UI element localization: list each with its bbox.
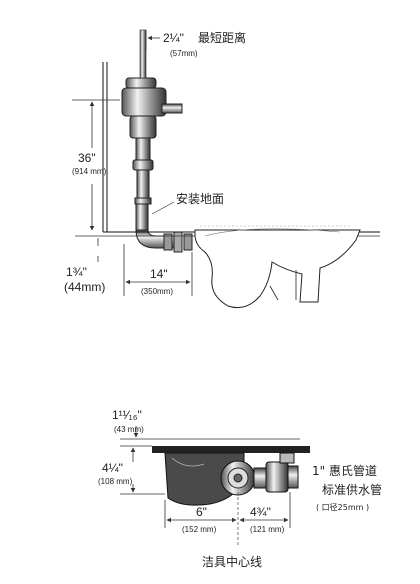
supply-fitting bbox=[253, 452, 299, 493]
plan-view: 1¹¹⁄₁₆" (43 mm) 4¼" (108 mm) 1" 惠氏管道 bbox=[98, 408, 382, 569]
offset6-metric: (152 mm) bbox=[182, 525, 217, 534]
left-height-metric: (108 mm) bbox=[98, 477, 133, 486]
centerline-label: 洁具中心线 bbox=[202, 554, 262, 569]
pipe-note-line2: 标准供水管 bbox=[322, 482, 382, 497]
pipe-note-line1: 1" 惠氏管道 bbox=[312, 463, 377, 478]
clearance-metric: (57mm) bbox=[170, 49, 198, 58]
clearance-label: 最短距离 bbox=[198, 30, 246, 45]
squat-toilet-pan bbox=[194, 225, 361, 309]
offset6-value: 6" bbox=[196, 505, 207, 519]
horizontal-metric: (350mm) bbox=[141, 287, 173, 296]
flush-valve bbox=[121, 77, 183, 205]
flush-elbow bbox=[135, 203, 193, 253]
bowl-plan bbox=[164, 452, 256, 506]
offset4-metric: (121 mm) bbox=[250, 525, 285, 534]
height-value: 36" bbox=[78, 151, 96, 165]
top-height-metric: (43 mm) bbox=[114, 425, 144, 434]
floor-leader bbox=[151, 201, 175, 215]
height-metric: (914 mm) bbox=[72, 167, 107, 176]
offset4-value: 4¾" bbox=[250, 505, 271, 519]
clearance-value: 2¼" bbox=[163, 31, 184, 45]
horizontal-value: 14" bbox=[150, 267, 168, 281]
pipe-note-line3: ( 口径25mm ) bbox=[316, 502, 369, 512]
supply-pipe bbox=[139, 29, 147, 79]
below-floor-metric: (44mm) bbox=[64, 280, 105, 294]
left-height-value: 4¼" bbox=[102, 461, 123, 475]
floor-label: 安装地面 bbox=[176, 191, 224, 206]
top-height-value: 1¹¹⁄₁₆" bbox=[112, 408, 142, 422]
side-view: 2¼" 最短距离 (57mm) 36" (914 mm) 安装地面 1¾" (4… bbox=[64, 29, 380, 309]
below-floor-value: 1¾" bbox=[66, 265, 87, 279]
floor-plate bbox=[152, 446, 310, 453]
